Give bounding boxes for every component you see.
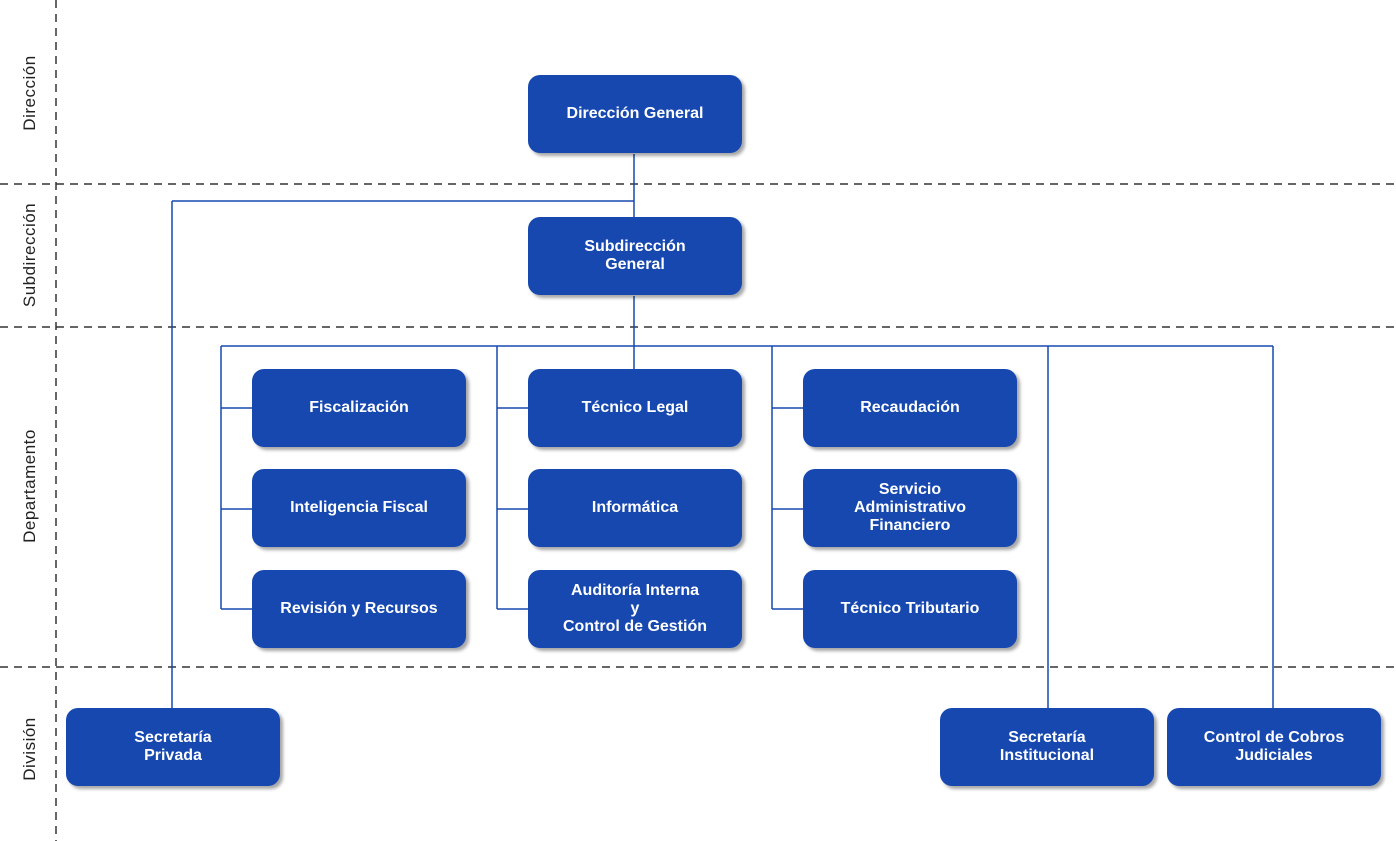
node-revision-recursos: Revisión y Recursos xyxy=(252,570,466,648)
node-recaudacion: Recaudación xyxy=(803,369,1017,447)
node-informatica: Informática xyxy=(528,469,742,547)
node-tecnico-tributario: Técnico Tributario xyxy=(803,570,1017,648)
node-direccion-general: Dirección General xyxy=(528,75,742,153)
node-auditoria-interna: Auditoría Interna y Control de Gestión xyxy=(528,570,742,648)
node-tecnico-legal: Técnico Legal xyxy=(528,369,742,447)
band-label-division: División xyxy=(20,717,39,781)
node-secretaria-privada: Secretaría Privada xyxy=(66,708,280,786)
node-servicio-administrativo: Servicio Administrativo Financiero xyxy=(803,469,1017,547)
node-inteligencia-fiscal: Inteligencia Fiscal xyxy=(252,469,466,547)
band-label-direccion: Dirección xyxy=(20,55,39,131)
band-label-subdireccion: Subdirección xyxy=(20,202,39,308)
node-fiscalizacion: Fiscalización xyxy=(252,369,466,447)
node-subdireccion-general: Subdirección General xyxy=(528,217,742,295)
node-secretaria-institucional: Secretaría Institucional xyxy=(940,708,1154,786)
connectors xyxy=(171,154,1274,708)
band-label-departamento: Departamento xyxy=(20,429,39,543)
node-control-cobros: Control de Cobros Judiciales xyxy=(1167,708,1381,786)
